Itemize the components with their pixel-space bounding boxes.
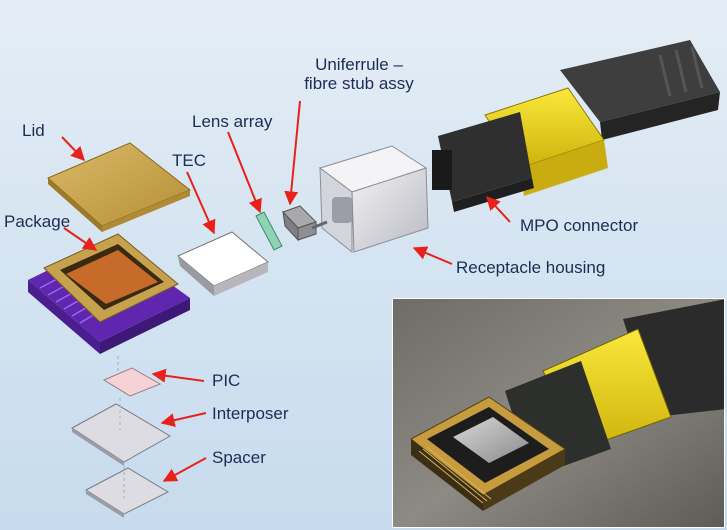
label-pic: PIC bbox=[212, 371, 241, 390]
arrow-uniferrule bbox=[284, 100, 301, 206]
lens-array-part bbox=[255, 211, 283, 251]
label-uniferrule: Uniferrule – fibre stub assy bbox=[276, 55, 442, 93]
arrow-lid bbox=[61, 136, 85, 162]
uniferrule-part bbox=[282, 205, 328, 242]
label-lid: Lid bbox=[22, 121, 45, 140]
label-lens-array: Lens array bbox=[192, 112, 273, 131]
mpo-connector-part bbox=[432, 40, 720, 212]
arrow-mpo-connector bbox=[486, 195, 511, 223]
package-part bbox=[28, 233, 190, 354]
label-spacer: Spacer bbox=[212, 448, 266, 467]
label-uniferrule-line2: fibre stub assy bbox=[304, 74, 414, 93]
label-uniferrule-line1: Uniferrule – bbox=[315, 55, 403, 74]
tec-part bbox=[177, 231, 269, 296]
pic-part bbox=[102, 367, 162, 397]
arrow-lens-array bbox=[227, 131, 262, 214]
assembled-module-photo bbox=[392, 298, 725, 528]
arrow-receptacle-housing bbox=[412, 246, 453, 265]
spacer-part bbox=[84, 467, 170, 518]
receptacle-housing-part bbox=[318, 145, 429, 254]
label-receptacle-housing: Receptacle housing bbox=[456, 258, 606, 277]
label-tec: TEC bbox=[172, 151, 206, 170]
arrow-pic bbox=[151, 368, 205, 383]
assembly-guide-lines bbox=[117, 356, 125, 498]
arrow-package bbox=[63, 227, 98, 251]
lid-part bbox=[47, 142, 191, 232]
arrow-tec bbox=[186, 171, 216, 235]
label-package: Package bbox=[4, 212, 71, 231]
callout-arrows bbox=[61, 100, 511, 482]
interposer-part bbox=[71, 403, 171, 466]
arrow-spacer bbox=[162, 457, 207, 482]
photo-artwork bbox=[393, 299, 724, 527]
label-mpo-connector: MPO connector bbox=[520, 216, 639, 235]
arrow-interposer bbox=[160, 412, 207, 428]
label-interposer: Interposer bbox=[212, 404, 289, 423]
